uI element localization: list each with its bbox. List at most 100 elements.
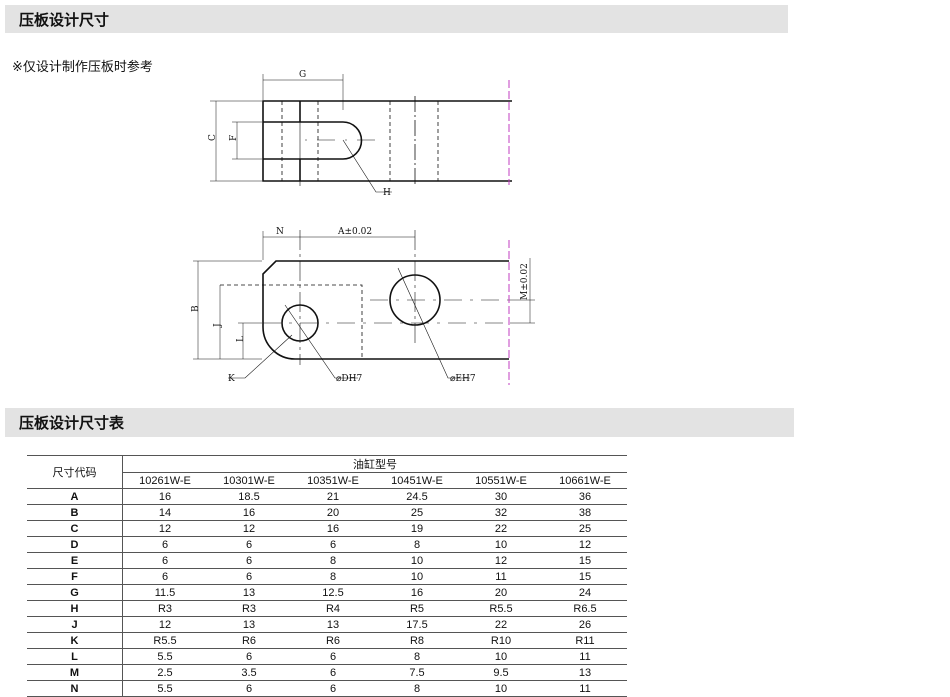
dimension-value: 12 [122, 616, 207, 633]
dimension-value: 11 [543, 680, 627, 697]
dimension-value: 30 [459, 488, 543, 505]
dimension-value: 6 [291, 664, 375, 681]
dim-label-m: M±0.02 [520, 263, 530, 300]
dimension-value: 6 [207, 568, 291, 585]
dimension-value: R8 [375, 632, 459, 649]
dimension-value: 8 [375, 536, 459, 553]
dimension-value: 13 [543, 664, 627, 681]
dimension-value: 25 [543, 520, 627, 537]
dimension-value: 5.5 [122, 648, 207, 665]
dimension-value: 22 [459, 520, 543, 537]
dimension-code: K [27, 632, 123, 649]
dimension-value: 8 [375, 680, 459, 697]
dimension-value: 20 [291, 504, 375, 521]
dimension-value: 6 [291, 536, 375, 553]
dimension-value: 15 [543, 552, 627, 569]
section-header-dimension-table: 压板设计尺寸表 [5, 408, 794, 437]
dim-label-f: F [229, 135, 239, 141]
dimension-value: R5.5 [122, 632, 207, 649]
dimension-value: 38 [543, 504, 627, 521]
top-view [210, 74, 512, 193]
dimension-code: N [27, 680, 123, 697]
dimension-value: 12 [459, 552, 543, 569]
dim-label-g: G [299, 70, 306, 80]
dimension-value: 10 [459, 680, 543, 697]
dimension-value: 20 [459, 584, 543, 601]
cylinder-model-header: 油缸型号 [122, 455, 627, 473]
dimension-value: 6 [207, 536, 291, 553]
dimension-value: 6 [291, 648, 375, 665]
dimension-value: 14 [122, 504, 207, 521]
dim-label-k: K [228, 374, 235, 384]
dimension-code: D [27, 536, 123, 553]
dimension-value: 6 [122, 536, 207, 553]
dimension-value: 11 [459, 568, 543, 585]
technical-drawing: G C F H N A±0.02 M±0.02 B J L K ⌀DH7 [191, 70, 535, 385]
dimension-value: 6 [207, 648, 291, 665]
dimension-value: 16 [122, 488, 207, 505]
dimension-value: 10 [459, 536, 543, 553]
reference-note: ※仅设计制作压板时参考 [12, 60, 153, 75]
dimension-value: R6 [207, 632, 291, 649]
dimension-value: 19 [375, 520, 459, 537]
dimension-value: 6 [122, 568, 207, 585]
model-header: 10301W-E [207, 472, 291, 489]
dimension-value: 12 [122, 520, 207, 537]
dimension-code: F [27, 568, 123, 585]
dimension-code: A [27, 488, 123, 505]
dimension-value: 13 [207, 616, 291, 633]
dimension-value: 36 [543, 488, 627, 505]
dimension-value: 12 [543, 536, 627, 553]
dimension-value: R3 [207, 600, 291, 617]
dimension-value: 8 [375, 648, 459, 665]
dimension-value: 13 [207, 584, 291, 601]
dimension-value: 6 [207, 680, 291, 697]
dimension-value: 22 [459, 616, 543, 633]
dimension-value: 9.5 [459, 664, 543, 681]
dimension-value: 8 [291, 552, 375, 569]
dimension-value: 13 [291, 616, 375, 633]
dim-label-l: L [236, 336, 246, 342]
dimension-code: G [27, 584, 123, 601]
dimension-value: 16 [291, 520, 375, 537]
dimension-code: H [27, 600, 123, 617]
dimension-value: 18.5 [207, 488, 291, 505]
dimension-value: 17.5 [375, 616, 459, 633]
dim-label-d: ⌀DH7 [336, 374, 362, 384]
dimension-value: 11 [543, 648, 627, 665]
dimension-value: 5.5 [122, 680, 207, 697]
dimension-value: 3.5 [207, 664, 291, 681]
dimension-value: 24 [543, 584, 627, 601]
dimension-value: 12.5 [291, 584, 375, 601]
dimension-code: E [27, 552, 123, 569]
front-view [193, 230, 535, 385]
dim-label-b: B [191, 305, 201, 312]
dim-label-a: A±0.02 [337, 227, 372, 237]
model-header: 10661W-E [543, 472, 627, 489]
dimension-value: 10 [375, 568, 459, 585]
dim-label-n: N [276, 227, 284, 237]
dimension-value: 6 [291, 680, 375, 697]
dimension-value: R11 [543, 632, 627, 649]
model-header: 10351W-E [291, 472, 375, 489]
dim-label-c: C [208, 134, 218, 141]
model-header: 10261W-E [122, 472, 207, 489]
dimension-value: R6.5 [543, 600, 627, 617]
code-header: 尺寸代码 [27, 455, 123, 489]
dimension-value: R10 [459, 632, 543, 649]
dimension-value: R6 [291, 632, 375, 649]
dimension-code: C [27, 520, 123, 537]
dimension-value: 16 [207, 504, 291, 521]
dimension-value: R3 [122, 600, 207, 617]
dimension-value: 32 [459, 504, 543, 521]
